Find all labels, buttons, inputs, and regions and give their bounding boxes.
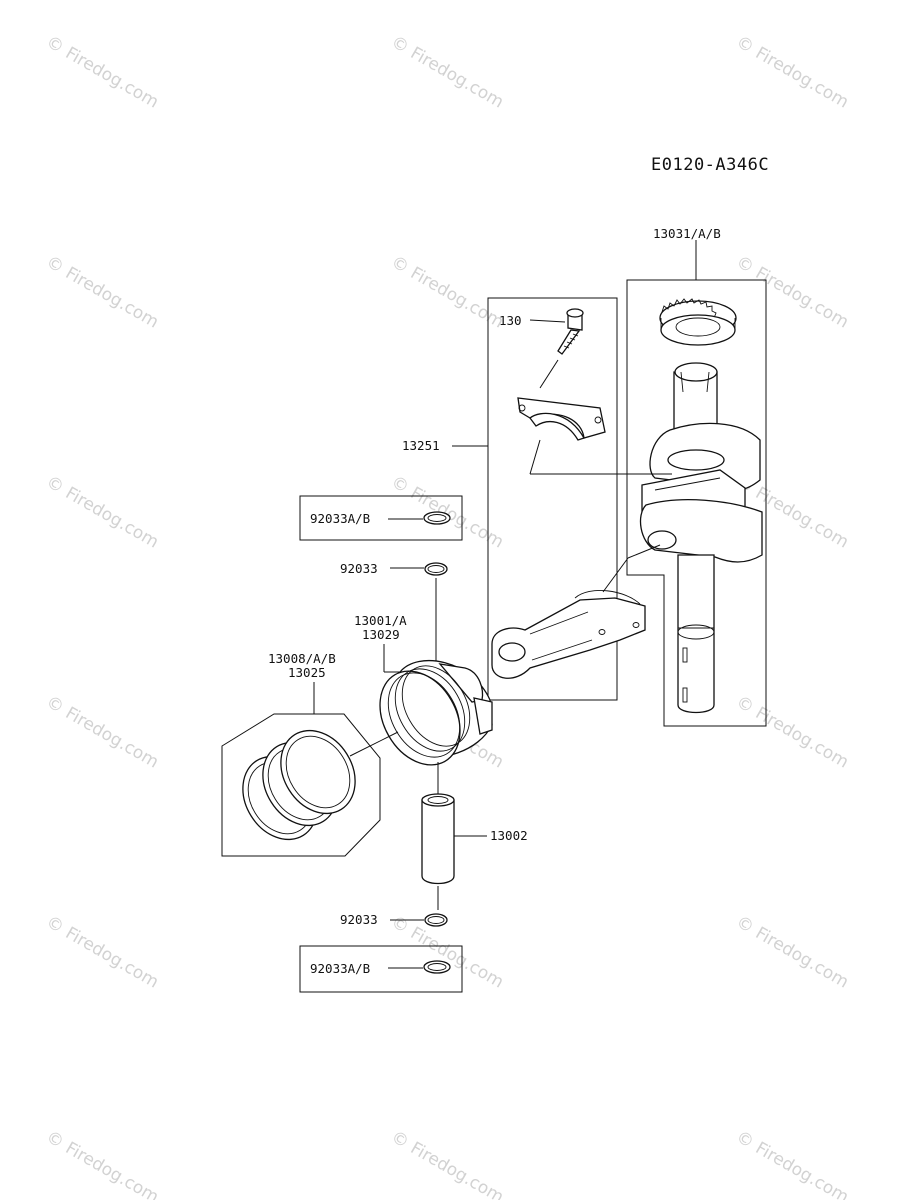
label-13001A[interactable]: 13001/A bbox=[354, 613, 407, 628]
clip-ab-bottom-part[interactable] bbox=[423, 960, 451, 974]
clip-bottom-part[interactable] bbox=[424, 913, 448, 927]
connecting-rod-part[interactable] bbox=[491, 590, 646, 679]
clip-top-part[interactable] bbox=[424, 562, 448, 576]
rings-box bbox=[221, 713, 381, 857]
conrod-cap-part[interactable] bbox=[517, 397, 606, 441]
clip-box-top: 92033A/B bbox=[299, 495, 463, 541]
crank-gear-part[interactable] bbox=[659, 298, 737, 346]
watermark-text: © Firedog.com bbox=[388, 252, 507, 333]
label-13025[interactable]: 13025 bbox=[288, 665, 326, 680]
piston-pin-part[interactable] bbox=[421, 793, 455, 885]
watermark-text: © Firedog.com bbox=[43, 32, 162, 113]
clip-ab-top-part[interactable] bbox=[423, 511, 451, 525]
watermark-text: © Firedog.com bbox=[388, 1127, 507, 1200]
watermark-layer: © Firedog.com © Firedog.com © Firedog.com ©… bbox=[43, 32, 852, 1200]
label-92033-top[interactable]: 92033 bbox=[340, 561, 378, 576]
label-92033-bottom[interactable]: 92033 bbox=[340, 912, 378, 927]
piston-rings-part[interactable] bbox=[228, 717, 370, 854]
watermark-text: © Firedog.com bbox=[43, 252, 162, 333]
label-92033AB-bottom[interactable]: 92033A/B bbox=[310, 961, 370, 976]
label-92033AB-top[interactable]: 92033A/B bbox=[310, 511, 370, 526]
label-13251[interactable]: 13251 bbox=[402, 438, 440, 453]
conrod-bolt-part[interactable] bbox=[557, 308, 584, 355]
watermark-text: © Firedog.com bbox=[43, 472, 162, 553]
crankshaft-group: 13031/A/B bbox=[626, 226, 767, 727]
watermark-text: © Firedog.com bbox=[733, 32, 852, 113]
label-13008AB[interactable]: 13008/A/B bbox=[268, 651, 336, 666]
watermark-text: © Firedog.com bbox=[733, 252, 852, 333]
watermark-text: © Firedog.com bbox=[733, 1127, 852, 1200]
watermark-text: © Firedog.com bbox=[733, 912, 852, 993]
label-130[interactable]: 130 bbox=[499, 313, 522, 328]
label-13031[interactable]: 13031/A/B bbox=[653, 226, 721, 241]
watermark-text: © Firedog.com bbox=[43, 692, 162, 773]
label-13029[interactable]: 13029 bbox=[362, 627, 400, 642]
watermark-text: © Firedog.com bbox=[43, 912, 162, 993]
label-13002[interactable]: 13002 bbox=[490, 828, 528, 843]
piston-part[interactable] bbox=[364, 654, 493, 780]
watermark-text: © Firedog.com bbox=[733, 692, 852, 773]
watermark-text: © Firedog.com bbox=[388, 912, 507, 993]
watermark-text: © Firedog.com bbox=[43, 1127, 162, 1200]
diagram-code: E0120-A346C bbox=[651, 155, 769, 175]
watermark-text: © Firedog.com bbox=[388, 32, 507, 113]
crankshaft-part[interactable] bbox=[639, 362, 763, 714]
clip-box-bottom: 92033A/B bbox=[299, 945, 463, 993]
conrod-group: 13251 130 bbox=[402, 297, 672, 701]
